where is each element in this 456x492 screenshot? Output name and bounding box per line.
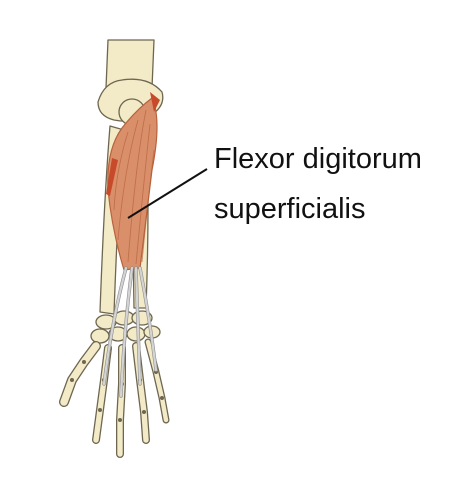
leader-line (127, 168, 208, 219)
label-flexor-line-1: Flexor digitorum (214, 143, 422, 175)
flexor-muscle (107, 97, 158, 271)
muscle-origin-accent (150, 92, 160, 112)
flexor-tendons (102, 266, 158, 398)
muscle-fibers (113, 109, 155, 265)
label-flexor-line-2: superficialis (214, 193, 366, 225)
radial-head-accent (106, 158, 118, 196)
